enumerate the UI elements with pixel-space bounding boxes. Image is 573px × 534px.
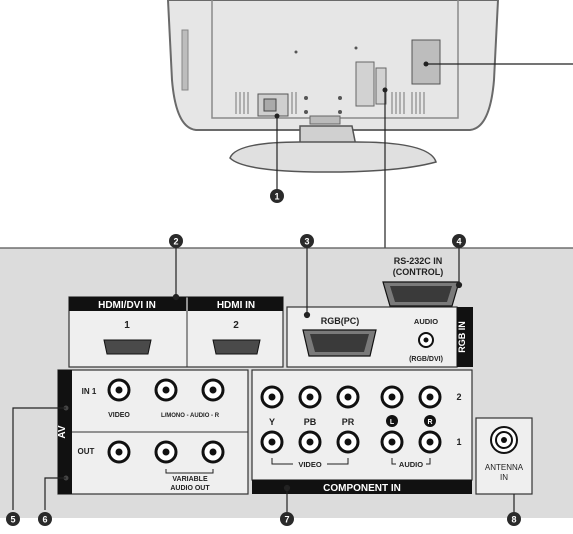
av-block: AV IN 1 OUT VIDEO L/MONO - AUDIO - R VAR… xyxy=(57,369,249,495)
component-row1-label: 1 xyxy=(456,437,461,447)
av-video-label: VIDEO xyxy=(108,412,130,419)
component-row2-label: 2 xyxy=(456,392,461,402)
rgb-in-side-label: RGB IN xyxy=(457,321,467,353)
component-in-block: COMPONENT IN 2 Y PB PR L R 1 VIDEO AUD xyxy=(251,369,473,494)
callout-6: 6 xyxy=(38,512,52,526)
tv-body xyxy=(166,0,500,131)
antenna-label-line2: IN xyxy=(500,473,508,482)
antenna-label-line1: ANTENNA xyxy=(485,463,524,472)
rgb-audio-sublabel: (RGB/DVI) xyxy=(409,356,443,363)
av-variable-label-1: VARIABLE xyxy=(172,476,208,483)
leader-lines xyxy=(12,248,515,512)
callout-badge-3 xyxy=(300,234,314,248)
av-variable-label-2: AUDIO OUT xyxy=(170,485,210,492)
tv-stand-base xyxy=(229,141,437,173)
svg-text:4: 4 xyxy=(456,237,461,247)
callout-badge-4 xyxy=(452,234,466,248)
svg-text:7: 7 xyxy=(284,515,289,525)
svg-text:1: 1 xyxy=(274,192,279,202)
tv-side-slot xyxy=(181,29,189,91)
component-title: COMPONENT IN xyxy=(323,483,401,494)
callout-4: 4 xyxy=(452,234,466,248)
svg-text:2: 2 xyxy=(173,237,178,247)
callout-badge-1 xyxy=(270,189,284,203)
component-audio-label: AUDIO xyxy=(399,460,423,469)
rs232c-block: RS-232C IN (CONTROL) xyxy=(382,256,460,307)
callout-badge-7 xyxy=(280,512,294,526)
svg-text:5: 5 xyxy=(10,515,15,525)
callout-2: 2 xyxy=(169,234,183,248)
callout-8: 8 xyxy=(507,512,521,526)
antenna-block: ANTENNA IN xyxy=(475,417,533,495)
callout-7: 7 xyxy=(280,512,294,526)
component-l-label: L xyxy=(390,419,395,426)
tv-vent-right xyxy=(391,92,425,114)
callout-1: 1 xyxy=(270,189,284,203)
component-pb-label: PB xyxy=(304,417,317,427)
av-out-label: OUT xyxy=(78,447,95,456)
rs232-label-line1: RS-232C IN xyxy=(394,256,443,266)
av-in1-label: IN 1 xyxy=(82,387,97,396)
rgb-pc-label: RGB(PC) xyxy=(321,316,360,326)
hdmi-port-2 xyxy=(212,339,261,355)
callout-badge-8 xyxy=(507,512,521,526)
component-r-label: R xyxy=(427,419,432,426)
jack-panel-rear xyxy=(355,61,375,107)
hdmi-port-1-label: 1 xyxy=(124,320,130,331)
hdmi-port-2-label: 2 xyxy=(233,320,239,331)
callout-3: 3 xyxy=(300,234,314,248)
hdmi-dvi-title: HDMI/DVI IN xyxy=(98,300,156,311)
svg-text:6: 6 xyxy=(42,515,47,525)
rgb-in-block: RGB IN RGB(PC) AUDIO (RGB/DVI) xyxy=(286,306,473,368)
rs232-label-line2: (CONTROL) xyxy=(393,267,444,277)
component-pr-label: PR xyxy=(342,417,355,427)
rgb-audio-label: AUDIO xyxy=(414,317,438,326)
av-audio-label: L/MONO - AUDIO - R xyxy=(161,413,220,419)
hdmi-port-1 xyxy=(103,339,152,355)
tv-rear-view xyxy=(166,0,573,250)
av-side-label: AV xyxy=(57,425,68,438)
callout-badge-5 xyxy=(6,512,20,526)
hdmi-block: HDMI/DVI IN HDMI IN 1 2 xyxy=(68,296,284,368)
component-video-label: VIDEO xyxy=(298,460,322,469)
callout-badge-6 xyxy=(38,512,52,526)
callout-badge-2 xyxy=(169,234,183,248)
component-y-label: Y xyxy=(269,417,275,427)
svg-text:3: 3 xyxy=(304,237,309,247)
svg-text:8: 8 xyxy=(511,515,516,525)
callout-5: 5 xyxy=(6,512,20,526)
tv-vent-left xyxy=(235,92,297,114)
hdmi-title: HDMI IN xyxy=(217,300,255,311)
